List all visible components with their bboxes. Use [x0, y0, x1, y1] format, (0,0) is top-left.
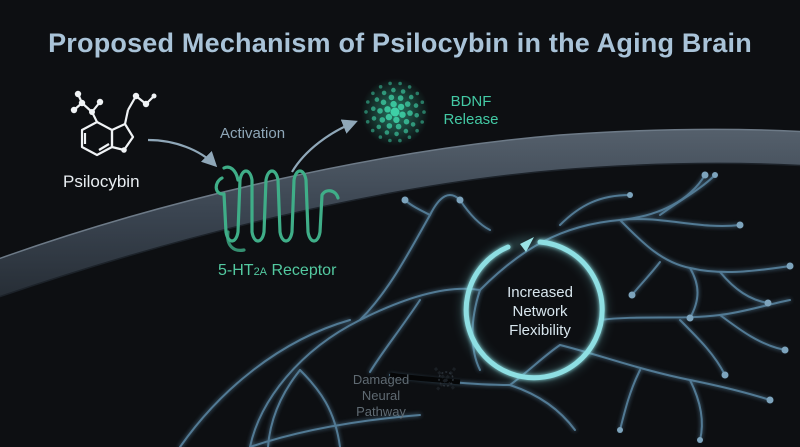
bdnf-particle [415, 91, 420, 96]
bdnf-particle [394, 131, 399, 137]
bdnf-particle [386, 123, 393, 129]
bdnf-particle [408, 94, 414, 100]
bdnf-particles-icon [361, 78, 429, 146]
bdnf-particle [400, 89, 406, 94]
bdnf-particle [403, 118, 410, 125]
bdnf-particle [404, 101, 411, 107]
bdnf-particle [388, 138, 392, 143]
bdnf-particle [371, 91, 375, 96]
bdnf-label-line1: BDNF [450, 93, 492, 110]
bdnf-particle [420, 100, 425, 104]
bdnf-particle [380, 99, 387, 106]
bdnf-particle [397, 103, 405, 111]
bdnf-particle [364, 110, 368, 114]
bdnf-particle [385, 113, 393, 121]
bdnf-particle [365, 120, 370, 124]
damaged-label-line3: Pathway [356, 404, 406, 419]
network-flexibility-label: Increased Network Flexibility [480, 283, 600, 340]
damaged-pathway-label: Damaged Neural Pathway [326, 372, 436, 420]
bdnf-particle [388, 94, 395, 101]
bdnf-particle [414, 113, 420, 118]
network-label-line3: Flexibility [509, 322, 571, 339]
bdnf-particle [374, 97, 380, 102]
damaged-pathway [389, 366, 461, 392]
neural-network [179, 174, 791, 447]
psilocybin-molecule-icon [70, 90, 157, 157]
receptor-label-subscript: 2A [253, 266, 268, 278]
bdnf-particle [422, 110, 426, 114]
bdnf-particle [370, 128, 375, 133]
neuron-body-outline [249, 287, 481, 447]
bdnf-particle [393, 116, 400, 124]
bdnf-particle [390, 100, 397, 108]
bdnf-particle [398, 138, 402, 143]
bdnf-particle [413, 103, 419, 108]
receptor-icon [214, 165, 340, 252]
bdnf-particle [381, 90, 387, 96]
bdnf-particle [384, 106, 391, 113]
cell-membrane [0, 128, 800, 298]
bdnf-particle [399, 111, 406, 118]
bdnf-release-label: BDNF Release [436, 93, 506, 129]
activation-arrow [147, 138, 218, 168]
damaged-label-line2: Neural [361, 388, 401, 403]
bdnf-particle [376, 124, 382, 130]
flexibility-ring [461, 237, 607, 383]
bdnf-particle [378, 135, 383, 139]
bdnf-particle [397, 95, 404, 101]
diagram-title: Proposed Mechanism of Psilocybin in the … [48, 28, 752, 58]
bdnf-particle [371, 116, 377, 121]
bdnf-particle [378, 85, 383, 89]
bdnf-particle [398, 81, 402, 86]
receptor-label-prefix: 5-HT [218, 262, 254, 279]
bdnf-particle [379, 117, 386, 123]
ring-arrow-icon [520, 237, 534, 252]
bdnf-particle [407, 85, 412, 89]
bdnf-particle [410, 122, 416, 127]
receptor-label: 5-HT2A Receptor [218, 262, 336, 280]
bdnf-label-line2: Release [443, 111, 499, 128]
damaged-label-line1: Damaged [352, 372, 410, 387]
bdnf-particle [403, 128, 409, 134]
bdnf-particle [384, 130, 390, 135]
bdnf-particle [377, 108, 383, 114]
bdnf-particle [415, 128, 419, 133]
release-arrow [291, 119, 358, 173]
bdnf-particle [390, 107, 400, 117]
bdnf-particle [366, 100, 370, 104]
bdnf-particle [391, 87, 396, 93]
dendrite-tips [401, 171, 794, 443]
network-label-line2: Network [512, 303, 568, 320]
psilocybin-label: Psilocybin [63, 172, 140, 191]
bdnf-particle [407, 110, 413, 116]
bdnf-particle [420, 120, 425, 124]
bdnf-particle [395, 123, 402, 130]
bdnf-particle [371, 106, 376, 111]
receptor-label-suffix: Receptor [267, 262, 337, 279]
activation-label: Activation [220, 125, 286, 142]
network-label-line1: Increased [507, 284, 573, 301]
bdnf-particle [388, 81, 392, 86]
bdnf-particle [407, 135, 412, 139]
